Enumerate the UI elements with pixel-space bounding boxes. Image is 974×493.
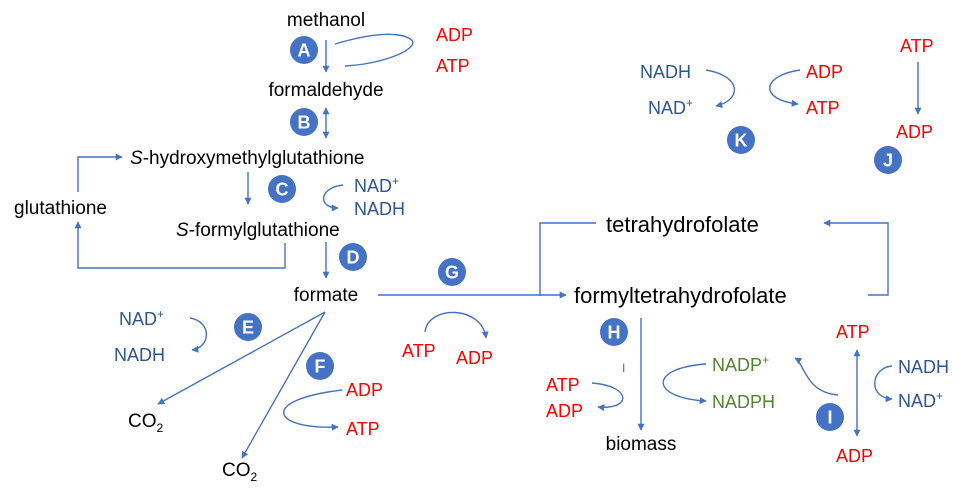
- label-formaldehyde: formaldehyde: [268, 80, 383, 101]
- badge-H: H: [600, 318, 628, 346]
- label-E-nad: NAD+: [119, 307, 164, 329]
- svg-text:C: C: [276, 180, 289, 200]
- svg-text:J: J: [883, 151, 893, 171]
- label-I-nad: NAD+: [898, 389, 943, 411]
- arrow-thf-loop: [823, 219, 889, 296]
- arrow-formate-co2-bottom: [241, 311, 326, 459]
- label-E-nadh: NADH: [114, 345, 165, 365]
- badge-B: B: [290, 108, 318, 136]
- label-K-nadh: NADH: [640, 62, 691, 82]
- label-s-hydroxymethylglutathione: S-hydroxymethylglutathione: [130, 148, 364, 169]
- label-K-nad: NAD+: [648, 96, 693, 118]
- svg-text:F: F: [315, 357, 326, 377]
- label-methanol: methanol: [287, 10, 365, 31]
- svg-text:E: E: [242, 318, 254, 338]
- badge-K: K: [727, 126, 755, 154]
- badge-E: E: [234, 313, 262, 341]
- label-I-nadh: NADH: [898, 357, 949, 377]
- arrow-formate-co2-left: [157, 311, 326, 405]
- label-I-adp: ADP: [836, 446, 873, 466]
- label-F-adp: ADP: [346, 380, 383, 400]
- svg-text:D: D: [347, 248, 360, 268]
- arrow-H-atp: [591, 382, 624, 412]
- arrow-thf-stub: [539, 222, 596, 296]
- badge-I: I: [816, 403, 844, 431]
- label-C-nadh: NADH: [354, 199, 405, 219]
- svg-text:I: I: [827, 408, 832, 428]
- svg-text:H: H: [608, 323, 621, 343]
- label-H-nadph: NADPH: [712, 392, 775, 412]
- arrow-gsh-to-hmg: [77, 153, 123, 192]
- label-H-atp: ATP: [546, 375, 580, 395]
- metabolite-labels: methanol formaldehyde S-hydroxymethylglu…: [14, 10, 787, 484]
- cofactor-labels: ADP ATP NAD+ NADH NAD+ NADH ADP ATP ATP …: [114, 25, 949, 466]
- arrow-I-nadh: [874, 365, 893, 403]
- label-glutathione: glutathione: [14, 198, 107, 219]
- label-H-adp: ADP: [546, 401, 583, 421]
- arrow-K-adp: [769, 69, 801, 107]
- label-J-adp: ADP: [896, 122, 933, 142]
- label-H-nadp: NADP+: [712, 353, 769, 375]
- label-J-atp: ATP: [900, 36, 934, 56]
- label-s-formylglutathione: S-formylglutathione: [176, 220, 340, 241]
- arrow-I-nadp: [794, 357, 839, 396]
- arrow-C-side: [322, 184, 344, 212]
- arrow-G-side: [424, 311, 489, 339]
- label-K-adp: ADP: [806, 62, 843, 82]
- label-co2-bottom: CO2: [222, 460, 258, 484]
- arrow-H-nadp: [662, 363, 707, 405]
- label-biomass: biomass: [606, 434, 677, 455]
- badge-G: G: [438, 258, 466, 286]
- label-formate: formate: [294, 285, 358, 306]
- label-K-atp: ATP: [806, 98, 840, 118]
- arrow-gsh-recycle: [74, 221, 286, 269]
- label-tetrahydrofolate: tetrahydrofolate: [606, 212, 759, 237]
- arrow-K-nadh: [705, 69, 735, 108]
- badge-C: C: [268, 175, 296, 203]
- arrows: [74, 33, 922, 459]
- label-formyltetrahydrofolate: formyltetrahydrofolate: [574, 283, 787, 308]
- label-G-adp: ADP: [456, 348, 493, 368]
- arrow-A-side: [334, 33, 414, 67]
- label-A-atp: ATP: [436, 56, 470, 76]
- badge-F: F: [306, 352, 334, 380]
- badge-A: A: [290, 36, 318, 64]
- badges: A B C D E F G H I J K: [234, 36, 902, 431]
- arrow-E-side: [189, 317, 207, 353]
- svg-text:B: B: [298, 113, 311, 133]
- label-I-atp: ATP: [836, 322, 870, 342]
- svg-text:A: A: [298, 41, 311, 61]
- label-co2-left: CO2: [128, 411, 164, 435]
- label-C-nad: NAD+: [354, 174, 399, 196]
- h-tick-mark: I: [622, 361, 625, 375]
- badge-D: D: [339, 243, 367, 271]
- svg-text:K: K: [735, 131, 748, 151]
- svg-text:G: G: [445, 263, 459, 283]
- badge-J: J: [874, 146, 902, 174]
- label-A-adp: ADP: [436, 25, 473, 45]
- label-G-atp: ATP: [402, 341, 436, 361]
- arrow-F-side: [283, 389, 343, 431]
- label-F-atp: ATP: [346, 419, 380, 439]
